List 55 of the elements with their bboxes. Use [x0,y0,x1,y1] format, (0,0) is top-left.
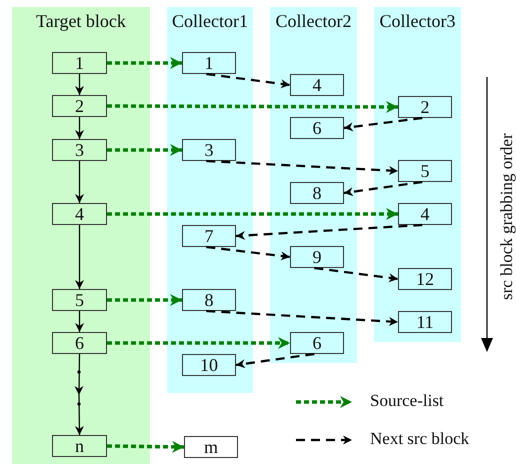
block-box: 4 [290,74,344,96]
block-box: m [184,436,238,458]
dashed-arrow [344,180,422,196]
arrow [75,311,84,332]
dashed-arrow [107,294,182,306]
block-box: 6 [290,117,344,139]
column-heading: Collector1 [171,11,249,32]
axis-note: src block grabbing order [497,133,516,300]
dashed-arrow [107,57,182,69]
block-box: 5 [398,160,452,182]
block-box: 8 [290,182,344,204]
dashed-arrow [206,72,290,88]
column-heading: Target block [35,11,127,32]
column-band [270,7,357,363]
column-band [374,7,461,342]
block-box: 7 [182,225,236,247]
block-box: 9 [290,246,344,268]
block-box: 6 [290,332,344,354]
block-box: 2 [52,95,107,117]
block-box: 1 [182,52,236,74]
column-heading: Collector2 [274,11,352,32]
block-box: n [52,435,107,457]
arrow [75,225,84,289]
block-box: 5 [52,289,107,311]
dashed-arrow [107,337,290,349]
dashed-arrow [107,100,398,113]
dashed-arrow [344,116,422,132]
block-box: 2 [398,96,452,118]
dashed-arrow [106,440,184,453]
dashed-arrow [206,310,398,326]
dashed-arrow [107,208,398,220]
dashed-arrow [236,224,422,240]
dashed-arrow [206,160,398,176]
block-box: 12 [398,268,452,290]
arrow [75,161,84,203]
legend-label: Next src block [370,429,470,449]
block-box: 4 [398,203,452,225]
dashed-arrow [206,246,290,260]
block-box: 8 [182,289,236,311]
dashed-arrow [107,144,182,156]
block-box: 10 [182,354,236,376]
block-box: 4 [52,203,107,225]
column-heading: Collector3 [378,11,456,32]
block-box: 1 [52,52,107,74]
column-band [167,7,253,393]
block-box: 11 [398,311,452,333]
arrow [75,74,84,95]
block-box: 3 [52,139,107,161]
arrow [74,354,84,435]
block-box: 6 [52,332,107,354]
arrow [75,117,84,139]
dashed-arrow [314,266,398,282]
block-box: 3 [182,139,236,161]
legend-label: Source-list [370,391,444,411]
column-band [12,7,150,464]
